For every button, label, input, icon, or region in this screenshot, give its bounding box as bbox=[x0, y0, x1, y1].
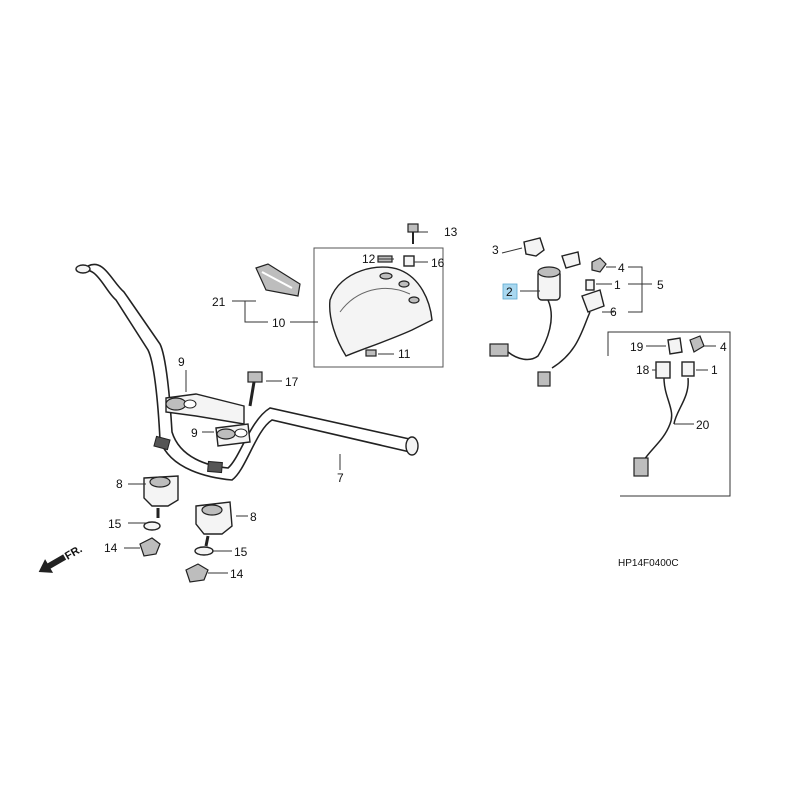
ignition-switch bbox=[489, 266, 561, 361]
callout-6: 6 bbox=[610, 305, 617, 319]
callout-20: 20 bbox=[696, 418, 710, 432]
callout-18: 18 bbox=[636, 363, 650, 377]
diagram-code: HP14F0400C bbox=[618, 558, 679, 569]
callout-4-inset: 4 bbox=[720, 340, 727, 354]
bracket-21 bbox=[255, 263, 301, 297]
callout-15-right: 15 bbox=[234, 545, 248, 559]
upper-holder-front bbox=[215, 423, 251, 447]
cap-4 bbox=[591, 257, 607, 273]
callout-2: 2 bbox=[506, 285, 513, 299]
callout-17: 17 bbox=[285, 375, 299, 389]
callout-12: 12 bbox=[362, 252, 376, 266]
callout-10: 10 bbox=[272, 316, 286, 330]
callout-14-left: 14 bbox=[104, 541, 118, 555]
switch-harness-20 bbox=[633, 335, 705, 477]
clip-16 bbox=[403, 255, 415, 267]
callout-8-right: 8 bbox=[250, 510, 257, 524]
leader-lines bbox=[124, 231, 716, 574]
key-extra bbox=[561, 251, 581, 269]
front-arrow-icon: FR. bbox=[38, 543, 84, 573]
cover-group-box bbox=[313, 247, 444, 368]
inset-frame bbox=[607, 331, 731, 497]
callout-labels: 13 12 16 11 21 10 17 9 9 8 8 15 15 14 14… bbox=[104, 225, 727, 581]
callout-14-right: 14 bbox=[230, 567, 244, 581]
callout-15-left: 15 bbox=[108, 517, 122, 531]
bolt-17 bbox=[247, 371, 263, 407]
callout-9-top: 9 bbox=[178, 355, 185, 369]
callout-5: 5 bbox=[657, 278, 664, 292]
clip-1 bbox=[585, 279, 595, 291]
screw-11 bbox=[365, 349, 377, 357]
callout-7: 7 bbox=[337, 471, 344, 485]
callout-11: 11 bbox=[398, 347, 411, 361]
lower-holder-left bbox=[139, 475, 179, 557]
callout-2-highlight bbox=[502, 283, 518, 300]
lower-holder-right bbox=[185, 501, 233, 583]
front-label: FR. bbox=[63, 543, 84, 562]
callout-1-top: 1 bbox=[614, 278, 621, 292]
callout-8-left: 8 bbox=[116, 477, 123, 491]
key-3 bbox=[523, 237, 545, 257]
switch-6 bbox=[537, 289, 605, 387]
callout-1-inset: 1 bbox=[711, 363, 718, 377]
callout-3: 3 bbox=[492, 243, 499, 257]
callout-21: 21 bbox=[212, 295, 226, 309]
handlebar-cover bbox=[329, 266, 433, 357]
callout-4-top: 4 bbox=[618, 261, 625, 275]
callout-13: 13 bbox=[444, 225, 458, 239]
upper-holder-rear bbox=[165, 393, 245, 425]
callout-16: 16 bbox=[431, 256, 445, 270]
callout-9-bottom: 9 bbox=[191, 426, 198, 440]
handlebar bbox=[75, 263, 419, 481]
screw-13 bbox=[407, 223, 419, 244]
callout-19: 19 bbox=[630, 340, 644, 354]
